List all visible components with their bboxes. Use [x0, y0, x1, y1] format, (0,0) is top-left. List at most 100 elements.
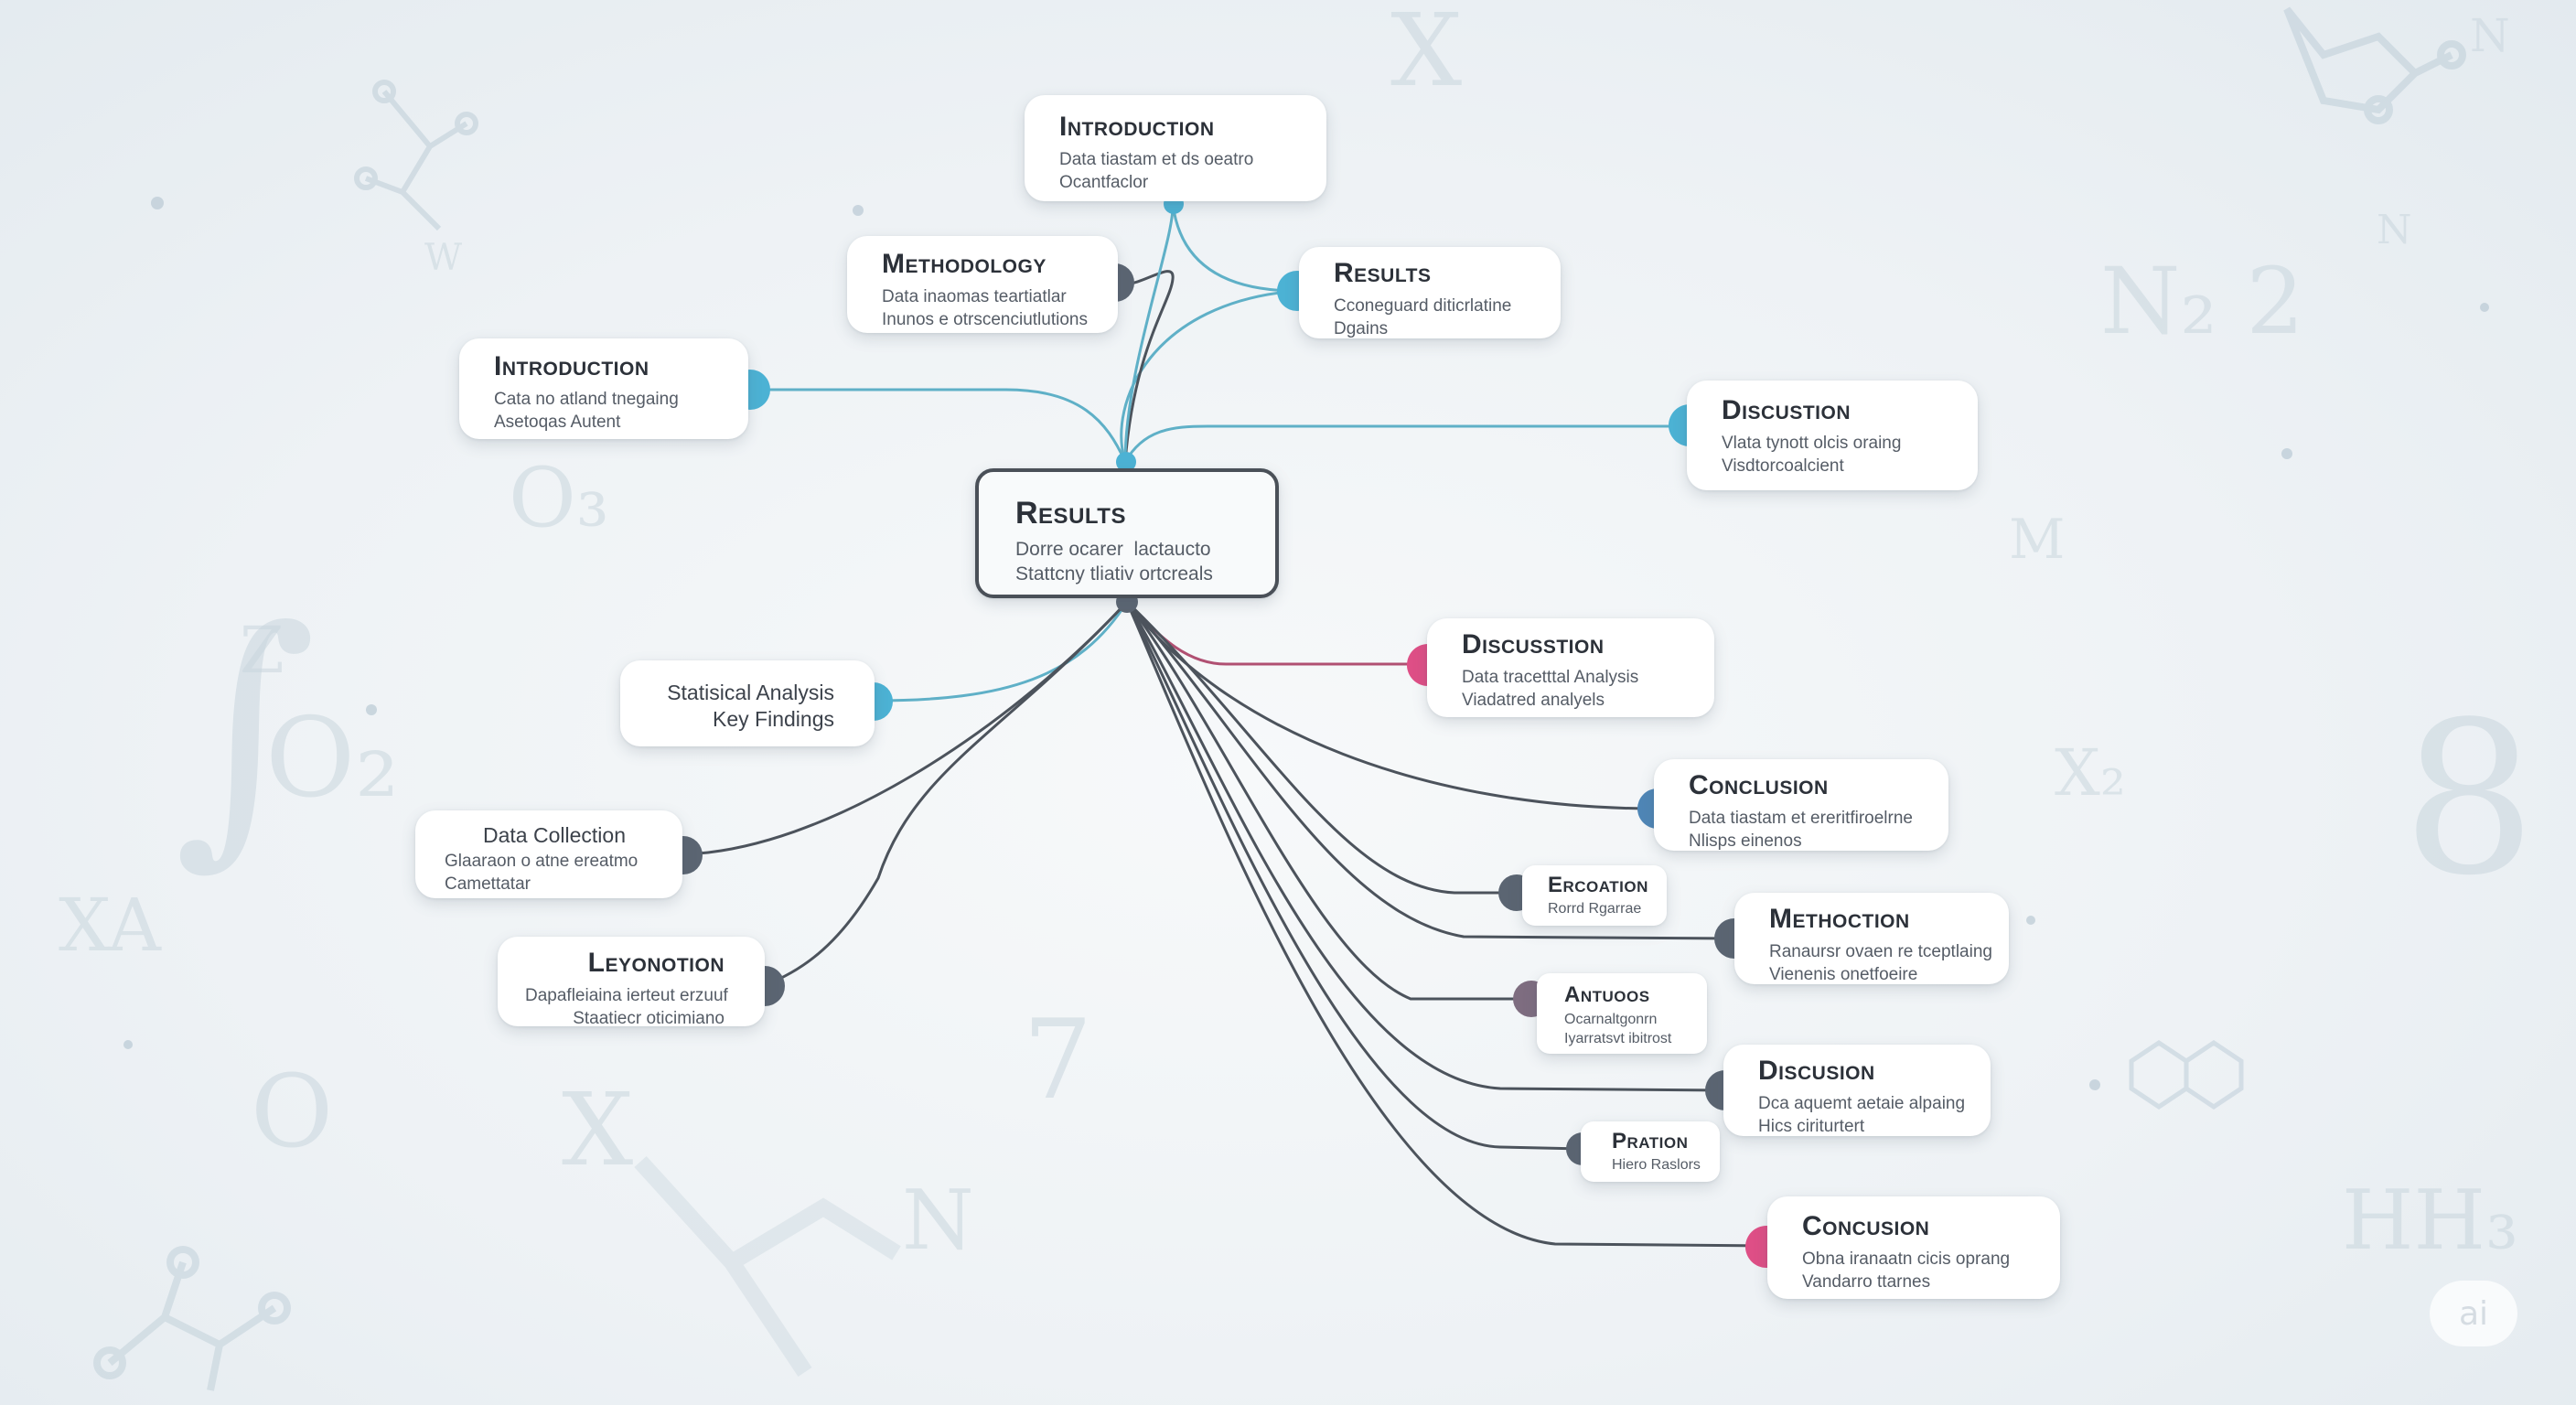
node-title: Discustion	[1722, 395, 1852, 425]
node-text: Ocantfaclor	[1059, 173, 1149, 192]
node-title: Methodology	[882, 249, 1046, 279]
bg-glyph-7: 7	[1023, 997, 1093, 1124]
bg-glyph-w: W	[424, 237, 463, 279]
connector-line	[1125, 601, 1531, 1001]
bg-glyph-x2: X₂	[2055, 735, 2126, 810]
connector-line	[1123, 202, 1298, 463]
connector-line	[1125, 600, 1517, 895]
node-title: Ercoation	[1548, 873, 1648, 897]
node-text: Dorre ocarer lactaucto	[1015, 539, 1211, 560]
bg-glyph-8: 8	[2402, 678, 2537, 922]
node-text: Dca aquemt aetaie alpaing	[1758, 1094, 1966, 1113]
node-text: Ocarnaltgonrn	[1564, 1012, 1658, 1027]
connector-line	[1123, 424, 1689, 463]
bg-glyph-x: X	[562, 1071, 634, 1188]
node-text: Data tiastam et ds oeatro	[1059, 150, 1254, 169]
node-text: Asetoqas Autent	[494, 413, 621, 432]
node-title: Results	[1015, 496, 1126, 531]
connector-line	[874, 601, 1129, 702]
connector-line	[1120, 289, 1298, 463]
molecule-decoration	[2129, 1039, 2244, 1110]
connector-line	[764, 600, 1129, 987]
molecule-decoration	[2283, 6, 2466, 124]
node-methodology[interactable]: Methodology Data inaomas teartiatlar Inu…	[847, 236, 1118, 333]
node-text: Inunos e otrscenciutlutions	[882, 310, 1088, 329]
node-text: Visdtorcoalcient	[1722, 456, 1844, 476]
node-title: Results	[1334, 258, 1432, 288]
center-node[interactable]: Results Dorre ocarer lactaucto Stattcny …	[975, 468, 1279, 598]
connector-line	[1115, 270, 1175, 463]
connector-dot[interactable]	[1116, 452, 1136, 472]
node-text: Rorrd Rgarrae	[1548, 901, 1642, 917]
node-methoction[interactable]: Methoction Ranaursr ovaen re tceptlaing …	[1734, 893, 2009, 984]
node-text: Iyarratsvt ibitrost	[1564, 1031, 1672, 1046]
node-discusstion[interactable]: Discusstion Data tracetttal Analysis Via…	[1427, 618, 1714, 717]
connector-line	[1125, 601, 1583, 1151]
bg-glyph-xa: XA	[59, 883, 161, 968]
node-text: Camettatar	[445, 874, 531, 894]
node-pration[interactable]: Pration Hiero Raslors	[1581, 1121, 1720, 1182]
node-text: Hics ciriturtert	[1758, 1117, 1865, 1136]
bg-glyph-m: M	[2009, 508, 2066, 572]
connector-line	[1125, 600, 1733, 940]
node-conclusion-right[interactable]: Conclusion Data tiastam et ereritfiroelr…	[1654, 759, 1948, 851]
node-concusion[interactable]: Concusion Obna iranaatn cicis oprang Van…	[1767, 1196, 2060, 1299]
node-text: Stattcny tliativ ortcreals	[1015, 563, 1213, 585]
node-title: Pration	[1612, 1129, 1689, 1153]
node-text: Glaaraon o atne ereatmo	[445, 852, 639, 871]
node-introduction-left[interactable]: Introduction Cata no atland tnegaing Ase…	[459, 338, 748, 439]
node-text: Key Findings	[713, 707, 834, 731]
connector-line	[750, 388, 1127, 463]
ai-watermark-badge: ai	[2430, 1281, 2517, 1346]
bg-glyph-z: Z	[240, 613, 284, 688]
node-title: Discusstion	[1462, 629, 1605, 660]
connector-line	[1125, 601, 1766, 1248]
connector-line	[1125, 601, 1724, 1092]
node-statistical-analysis[interactable]: Statisical Analysis Key Findings	[620, 660, 875, 746]
node-leyonotion[interactable]: Leyonotion Dapafleiaina ierteut erzuuf S…	[498, 937, 765, 1028]
node-text: Data tracetttal Analysis	[1462, 668, 1639, 687]
molecule-decoration	[93, 1246, 291, 1391]
node-text: Nlisps einenos	[1689, 831, 1802, 851]
node-antuoos[interactable]: Antuoos Ocarnaltgonrn Iyarratsvt ibitros…	[1537, 973, 1707, 1054]
node-text: Vandarro ttarnes	[1802, 1272, 1931, 1292]
node-text: Obna iranaatn cicis oprang	[1802, 1249, 2011, 1269]
node-title: Data Collection	[483, 823, 626, 847]
connector-line	[1125, 601, 1657, 810]
node-discusion[interactable]: Discusion Dca aquemt aetaie alpaing Hics…	[1723, 1045, 1991, 1136]
bg-glyph-o3: O₃	[509, 450, 609, 546]
node-results[interactable]: Results Cconeguard diticrlatine Dgains	[1299, 247, 1561, 338]
molecule-decoration	[354, 80, 478, 231]
node-text: Cconeguard diticrlatine	[1334, 296, 1512, 316]
node-text: Data tiastam et ereritfiroelrne	[1689, 809, 1913, 828]
node-title: Statisical Analysis	[667, 681, 834, 704]
node-text: Data inaomas teartiatlar	[882, 287, 1067, 306]
molecule-decoration	[634, 1155, 901, 1377]
node-discustion[interactable]: Discustion Vlata tynott olcis oraing Vis…	[1687, 381, 1978, 490]
bg-glyph-o2: O₂	[265, 695, 400, 822]
node-text: Staatiecr oticimiano	[573, 1009, 724, 1028]
node-data-collection[interactable]: Data Collection Glaaraon o atne ereatmo …	[415, 810, 682, 898]
node-text: Vienenis onetfoeire	[1769, 965, 1918, 984]
node-text: Vlata tynott olcis oraing	[1722, 434, 1902, 453]
node-text: Ranaursr ovaen re tceptlaing	[1769, 942, 1992, 961]
node-introduction-top[interactable]: Introduction Data tiastam et ds oeatro O…	[1025, 95, 1326, 201]
bg-glyph-n: N	[902, 1173, 974, 1269]
node-ercoation[interactable]: Ercoation Rorrd Rgarrae	[1522, 865, 1667, 926]
node-title: Antuoos	[1564, 982, 1650, 1007]
bg-glyph-n: N	[2377, 207, 2412, 253]
node-title: Methoction	[1769, 904, 1910, 934]
node-title: Conclusion	[1689, 770, 1829, 800]
bg-glyph-o: O	[251, 1053, 334, 1170]
bg-glyph-n2: N₂ 2	[2100, 248, 2304, 355]
bg-glyph-integral: ∫	[174, 572, 317, 891]
node-title: Leyonotion	[587, 948, 724, 978]
node-text: Viadatred analyels	[1462, 691, 1605, 710]
node-text: Hiero Raslors	[1612, 1157, 1701, 1173]
node-text: Dapafleiaina ierteut erzuuf	[525, 986, 728, 1005]
node-title: Concusion	[1802, 1211, 1930, 1241]
node-text: Dgains	[1334, 319, 1389, 338]
node-text: Cata no atland tnegaing	[494, 390, 679, 409]
